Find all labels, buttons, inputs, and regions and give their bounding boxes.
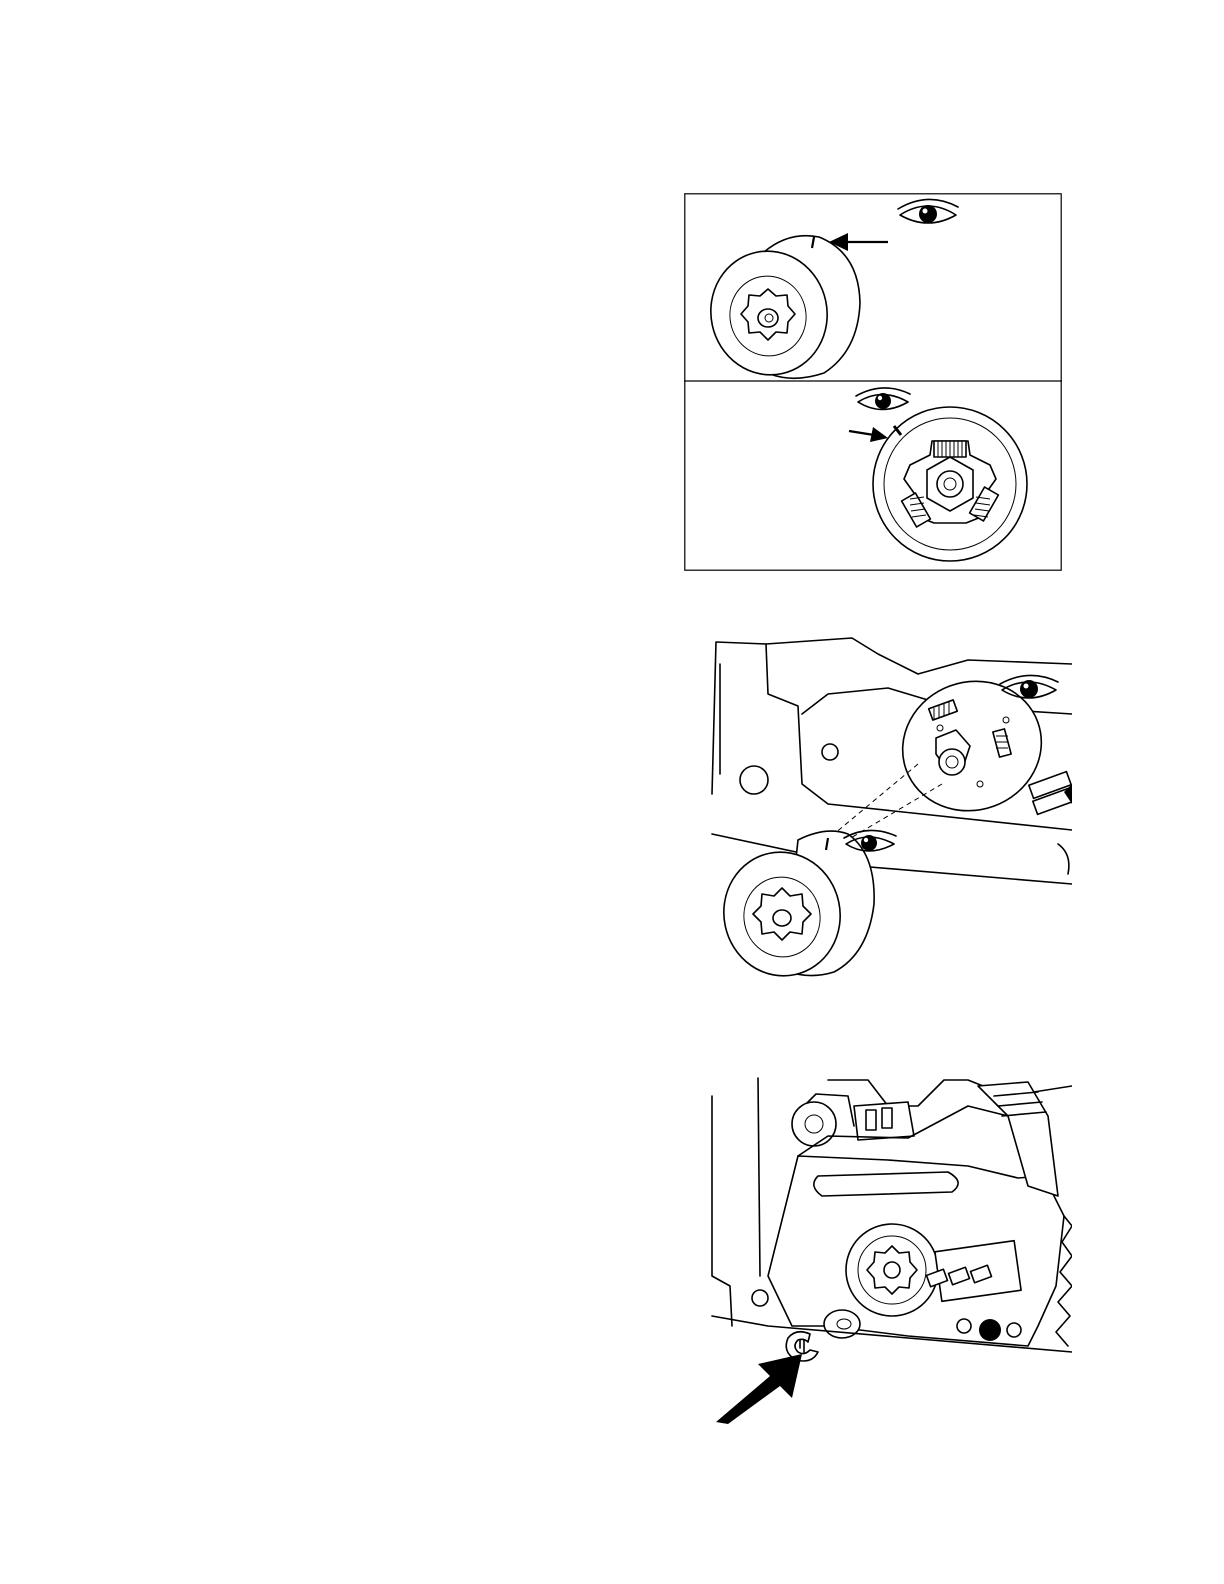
- figure-wear-inspection-drawing: [684, 193, 1062, 571]
- figure-drum-alignment: [708, 634, 1072, 984]
- sprocket-drum: [712, 831, 874, 984]
- arrow-icon: [716, 1354, 802, 1424]
- figure-drum-alignment-drawing: [708, 634, 1072, 984]
- figure-wear-inspection: [684, 193, 1062, 571]
- figure-clip-install: [708, 1076, 1072, 1426]
- sprocket-drum: [846, 1224, 938, 1316]
- figure-clip-install-drawing: [708, 1076, 1072, 1426]
- clutch-assembly: [873, 407, 1027, 561]
- eye-icon: [844, 830, 896, 851]
